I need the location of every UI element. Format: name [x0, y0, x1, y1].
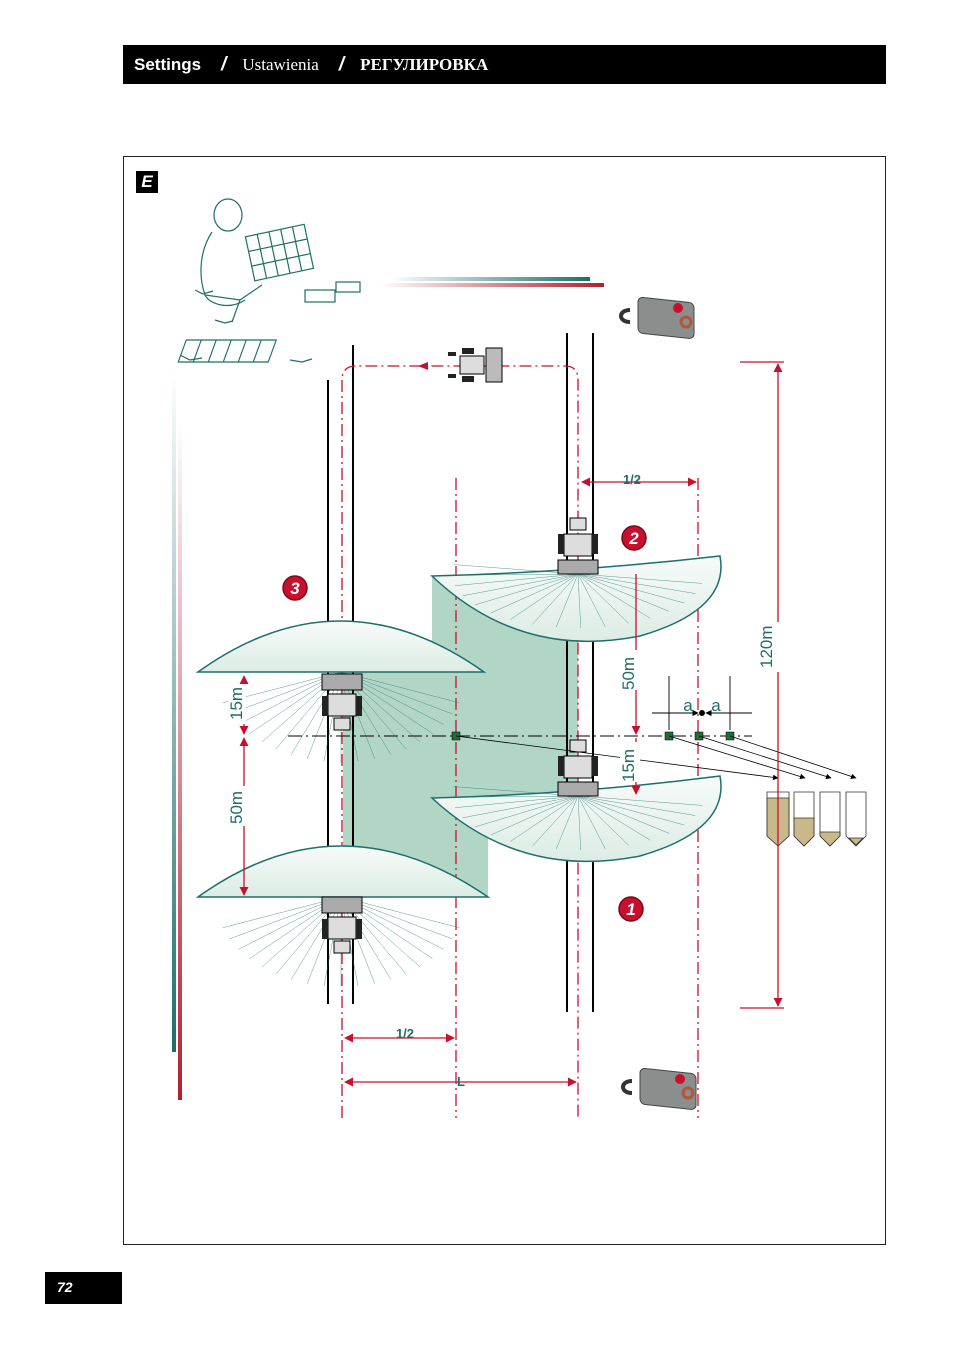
figure-label: E [136, 171, 158, 193]
title-separator: / [338, 53, 345, 75]
title-polish: Ustawienia [242, 54, 319, 74]
fan-ray [490, 573, 579, 614]
figure-frame [123, 156, 886, 1245]
fan-ray [577, 573, 696, 594]
dimension-half-bottom-label: 1/2 [396, 1026, 414, 1041]
dimension-a2-label: a [711, 696, 721, 715]
title-russian: РЕГУЛИРОВКА [360, 54, 489, 74]
path-direction-arrow [418, 362, 428, 370]
dimension-15m-left-label: 15m [227, 687, 246, 720]
fan-ray [577, 573, 703, 584]
fan-ray [577, 795, 581, 850]
position-2-label: 2 [628, 529, 639, 548]
fan-ray [532, 573, 579, 625]
fan-ray [454, 795, 579, 808]
dimension-a1-label: a [683, 696, 693, 715]
dimension-half-top-label: 1/2 [623, 472, 641, 487]
fan-ray [577, 795, 606, 849]
fan-ray [452, 795, 579, 798]
control-box-top [619, 296, 695, 339]
fan-ray [474, 795, 579, 828]
title-english: Settings [134, 54, 202, 74]
fan-ray [222, 896, 342, 929]
fan-ray [577, 795, 703, 806]
fan-ray [577, 573, 651, 619]
dimension-50m-right-label: 50m [619, 657, 638, 690]
spread-fan-position-3-lower [195, 845, 491, 898]
position-1-label: 1 [626, 900, 635, 919]
fan-ray [577, 573, 629, 624]
page-header: Settings / Ustawienia / РЕГУЛИРОВКА [123, 45, 886, 84]
position-badge-1: 1 [618, 896, 644, 922]
fan-ray [452, 573, 579, 576]
tractor-top-turning [448, 347, 503, 383]
fan-ray [577, 573, 685, 604]
dimension-15m-right-label: 15m [619, 749, 638, 782]
fan-ray [454, 573, 579, 586]
tramlines-right [566, 333, 594, 1012]
tractor-position-2 [557, 517, 599, 575]
dimension-L-label: L [457, 1074, 465, 1089]
fan-ray [453, 564, 579, 575]
position-badge-2: 2 [621, 525, 647, 551]
fan-ray [532, 795, 579, 847]
fan-ray [577, 795, 629, 846]
fan-ray [462, 573, 579, 596]
fan-ray [510, 795, 579, 842]
spread-fan-position-1 [430, 775, 722, 863]
control-box-bottom [621, 1067, 697, 1110]
fan-ray [577, 573, 606, 627]
fan-ray [577, 573, 581, 628]
tray-to-tube-lines [455, 735, 857, 781]
fan-ray [577, 573, 670, 612]
tractor-position-3-upper [321, 673, 363, 731]
decor-bar-vertical-red [178, 420, 182, 1100]
page-number: 72 [45, 1272, 122, 1304]
decor-bar-horizontal-red [380, 283, 604, 287]
dimension-50m-left-label: 50m [227, 791, 246, 824]
dimension-a [652, 676, 752, 730]
position-badge-3: 3 [282, 575, 308, 601]
title-separator: / [221, 53, 227, 75]
fan-ray [453, 786, 579, 797]
fan-ray [555, 573, 579, 628]
spread-fan-position-3-upper [195, 620, 487, 673]
position-3-label: 3 [290, 579, 300, 598]
fan-ray [490, 795, 579, 836]
dimension-120m-label: 120m [757, 625, 776, 668]
decor-bar-vertical-teal [172, 370, 176, 1052]
fan-ray [555, 795, 579, 850]
fan-ray [577, 795, 696, 816]
fan-ray [577, 795, 670, 834]
tractor-position-3-lower [321, 896, 363, 954]
fan-ray [462, 795, 579, 818]
fan-ray [474, 573, 579, 606]
person-with-trays-illustration [177, 198, 361, 363]
fan-ray [510, 573, 579, 620]
fan-ray [577, 795, 685, 826]
decor-bar-horizontal-teal [390, 277, 590, 281]
fan-ray [577, 795, 651, 841]
tractor-position-1 [557, 739, 599, 797]
test-tubes [766, 791, 867, 847]
